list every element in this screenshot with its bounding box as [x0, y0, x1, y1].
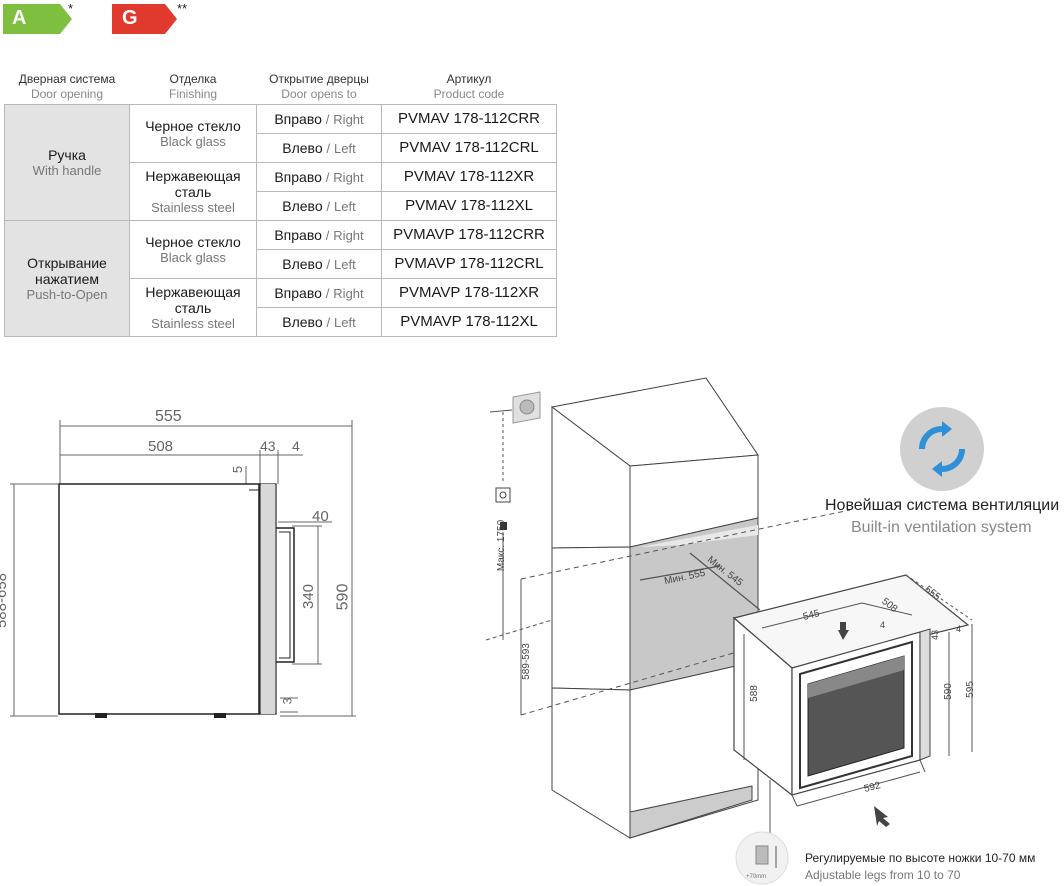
product-code: PVMAVP 178-112CRR: [381, 220, 557, 250]
dim-height-588: 588: [748, 685, 760, 702]
table-row: Влево / Left PVMAV 178-112XL: [5, 191, 557, 221]
energy-class-a-mark: *: [68, 1, 74, 16]
legs-title-en: Adjustable legs from 10 to 70: [805, 868, 961, 882]
leg-icon-label: +70mm: [746, 874, 767, 880]
door-direction: Влево / Left: [256, 133, 382, 163]
airflow-up-arrow-icon: [838, 622, 849, 640]
power-socket-icon: [512, 391, 541, 424]
dim-handle-offset: 40: [312, 508, 329, 525]
dim-d4: 4: [880, 620, 886, 630]
cabinet-side-body: [58, 483, 295, 718]
legs-title-ru: Регулируемые по высоте ножки 10-70 мм: [805, 851, 1036, 865]
dim-d4b: 4: [956, 624, 962, 634]
energy-class-g-label: G: [122, 7, 138, 29]
table-row: Влево / Left PVMAVP 178-112XL: [5, 307, 557, 337]
dim-niche-height: 589-593: [520, 643, 532, 680]
product-code: PVMAV 178-112XL: [381, 191, 557, 221]
ventilation-title-ru: Новейшая система вентиляции: [825, 497, 1060, 514]
product-code: PVMAV 178-112CRR: [381, 104, 557, 134]
dim-top-gap: 5: [230, 465, 246, 474]
dim-height-595: 595: [964, 681, 976, 698]
door-direction: Влево / Left: [256, 249, 382, 279]
product-code: PVMAVP 178-112XR: [381, 278, 557, 308]
installation-drawing: [485, 377, 973, 885]
dim-height: 590: [334, 583, 352, 611]
door-direction: Вправо / Right: [256, 278, 382, 308]
dim-d43: 43: [930, 629, 941, 641]
dim-max-socket: Макс. 1750: [496, 519, 508, 572]
dim-door-depth: 43: [260, 438, 276, 454]
energy-class-a-badge: [3, 4, 72, 34]
product-code: PVMAV 178-112XR: [381, 162, 557, 192]
door-direction: Влево / Left: [256, 191, 382, 221]
dim-gap: 4: [292, 438, 300, 454]
airflow-in-arrow-icon: [874, 806, 890, 827]
plug-icon: [495, 487, 511, 530]
door-direction: Влево / Left: [256, 307, 382, 337]
dim-total-depth: 555: [155, 408, 182, 425]
dim-height-590: 590: [942, 683, 954, 700]
foot-icon: [214, 713, 226, 718]
dim-height-range: 588-658: [0, 572, 11, 629]
door-direction: Вправо / Right: [256, 220, 382, 250]
door-direction: Вправо / Right: [256, 104, 382, 134]
product-code: PVMAVP 178-112XL: [381, 307, 557, 337]
table-row: Влево / Left PVMAVP 178-112CRL: [5, 249, 557, 279]
product-code: PVMAV 178-112CRL: [381, 133, 557, 163]
dim-body-depth: 508: [148, 438, 174, 455]
side-view-drawing: [10, 420, 356, 717]
energy-class-a-label: A: [12, 7, 27, 29]
energy-class-g-badge: [112, 4, 177, 34]
dim-bottom-gap: 3: [280, 697, 295, 705]
ventilation-title-en: Built-in ventilation system: [851, 519, 1032, 536]
energy-class-g-mark: **: [177, 1, 188, 16]
foot-icon: [95, 713, 107, 718]
dim-handle-height: 340: [300, 583, 318, 610]
table-row: Влево / Left PVMAV 178-112CRL: [5, 133, 557, 163]
ventilation-icon: [900, 407, 984, 491]
